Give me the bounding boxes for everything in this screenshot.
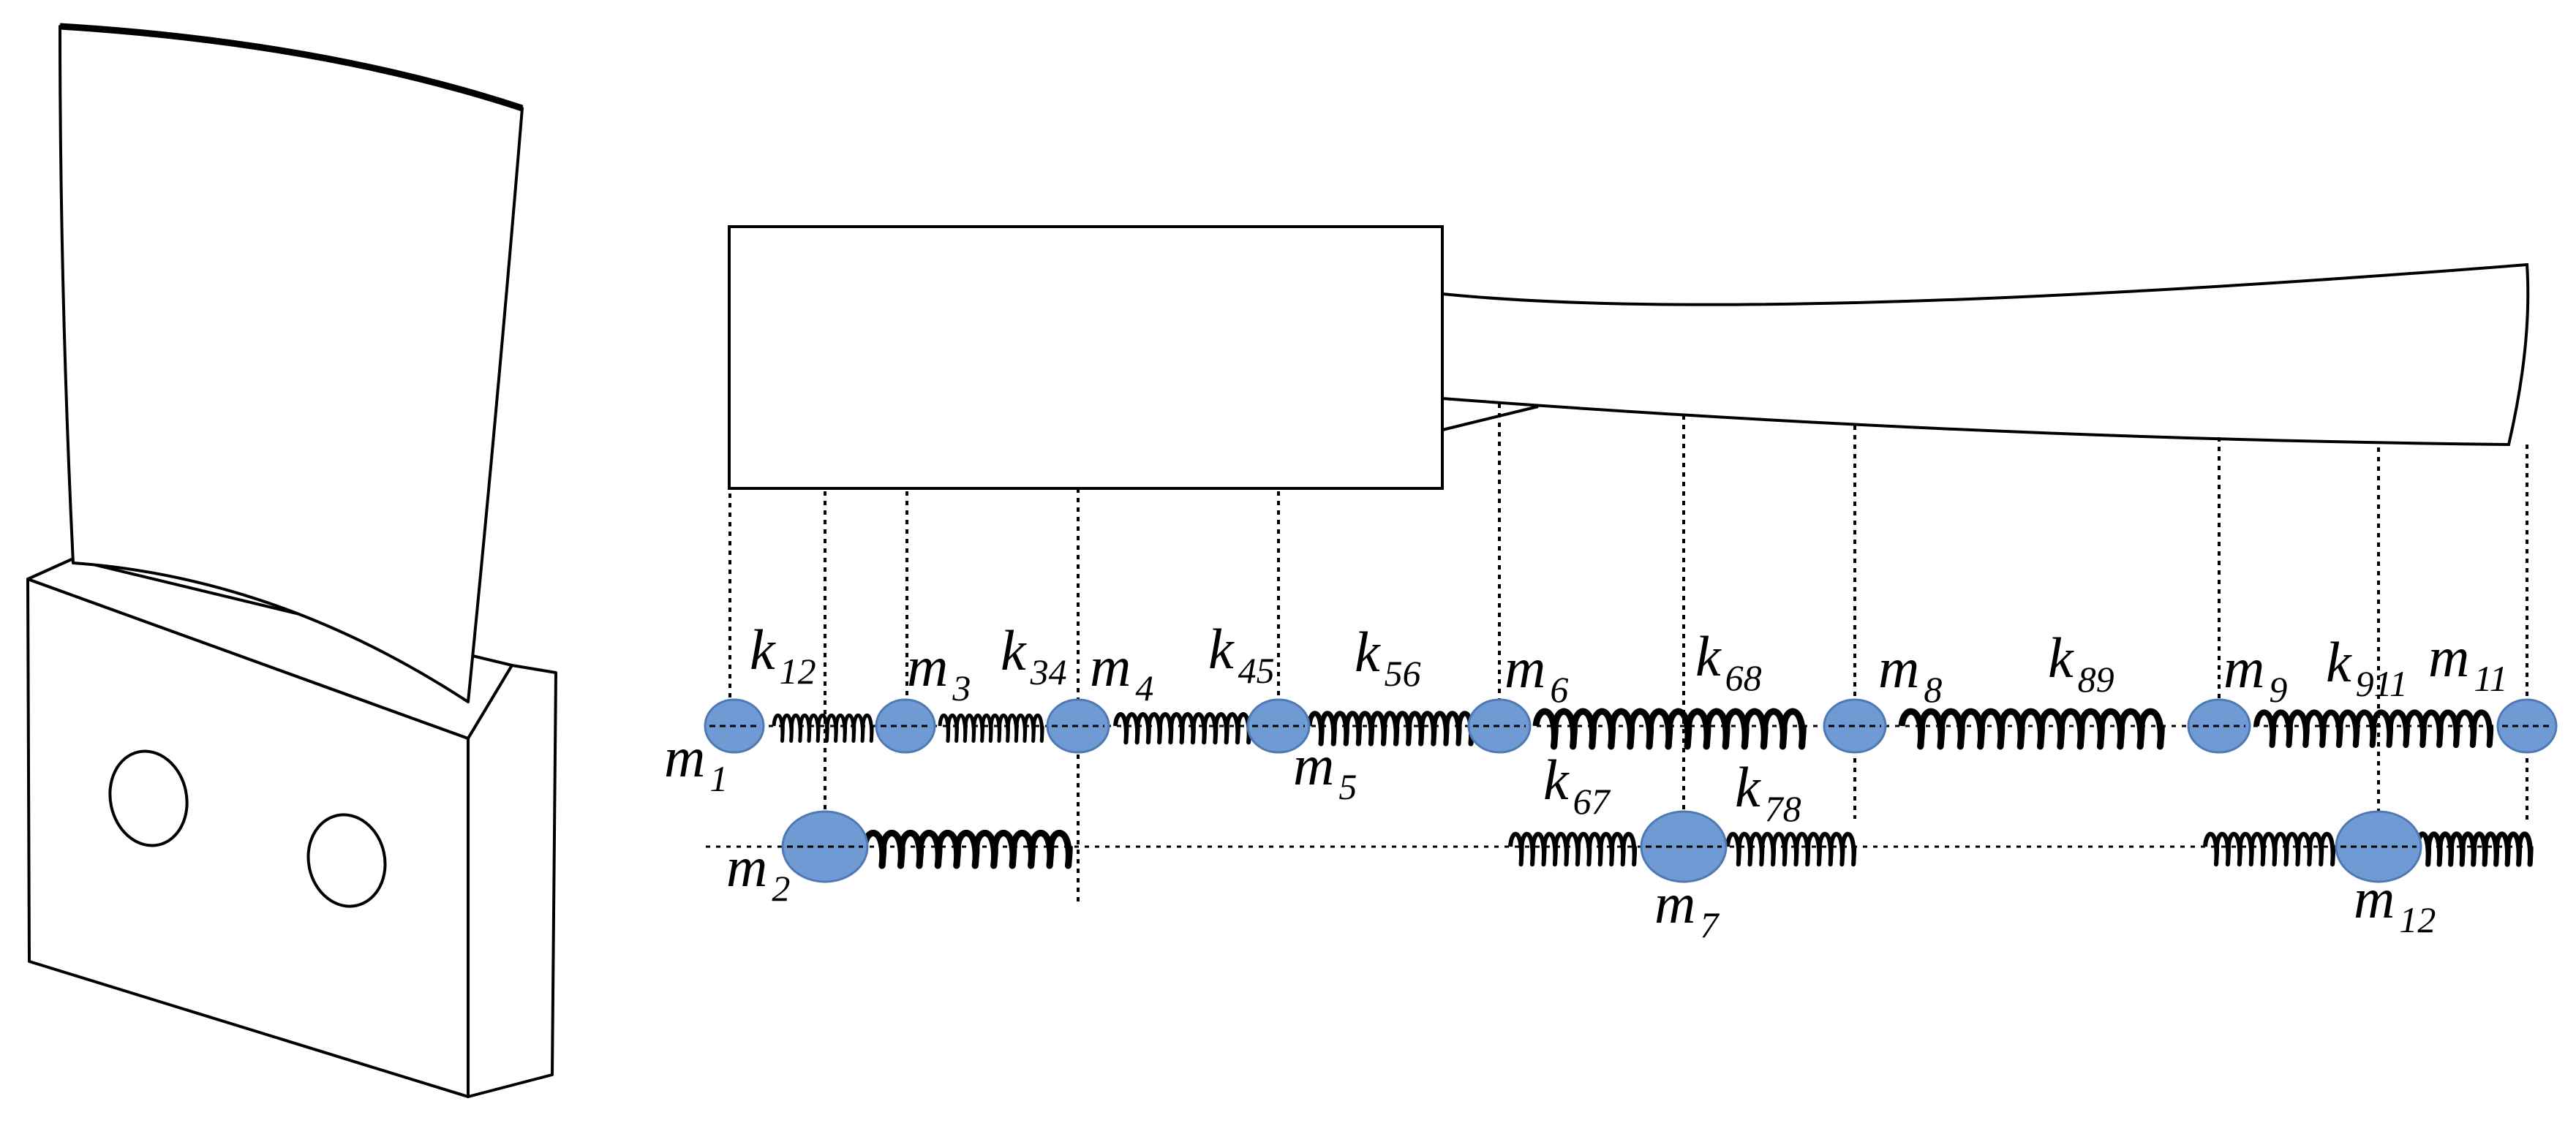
spring-k68 (1532, 708, 1807, 750)
spring-k12 (772, 713, 874, 743)
blade-tip-edge (59, 23, 524, 112)
blade-3d-model (26, 23, 557, 1098)
spring-m9-m12-spring (2203, 831, 2336, 867)
root-hole-right (306, 813, 387, 908)
mass-m7 (1640, 810, 1728, 883)
spring-k45 (1113, 712, 1252, 745)
spring-k911 (2253, 709, 2494, 748)
springs (772, 708, 2534, 869)
spring-m2-m4-spring (861, 830, 1073, 869)
masses (704, 698, 2558, 883)
airfoil-profile (1442, 262, 2530, 447)
mass-m12 (2335, 810, 2422, 883)
spring-k56 (1306, 711, 1475, 746)
spring-k89 (1898, 708, 2165, 750)
root-block-right-face (467, 664, 557, 1098)
axis-lines (706, 725, 2545, 848)
airfoil-root-fillet (1442, 405, 1539, 431)
spring-k78 (1725, 831, 1857, 867)
root-hole-left (108, 749, 189, 847)
spring-k67 (1508, 831, 1638, 867)
blade-side-view (728, 225, 2530, 490)
projection-lines (728, 404, 2528, 907)
root-rectangle (728, 225, 1444, 490)
spring-k34 (938, 713, 1044, 743)
spring-m12-m11-spring (2414, 831, 2534, 867)
mass-m2 (781, 810, 869, 883)
